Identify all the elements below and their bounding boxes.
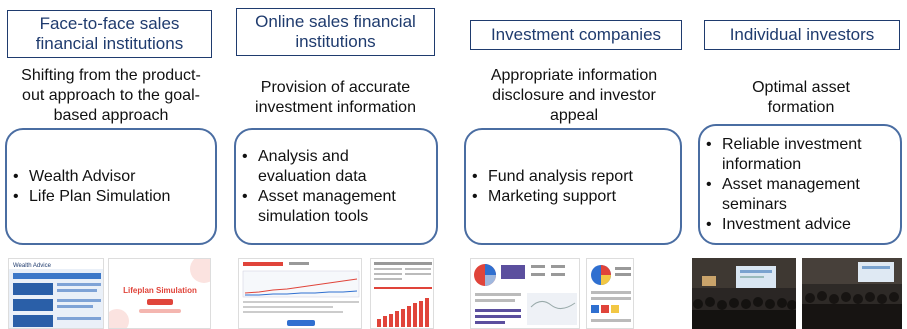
column-description: Appropriate information disclosure and i…: [466, 66, 682, 126]
feature-item: Asset management seminars: [706, 175, 862, 215]
feature-item: Life Plan Simulation: [13, 187, 171, 207]
feature-item: Wealth Advisor: [13, 167, 170, 187]
feature-item-text: Wealth Advisor: [29, 167, 136, 185]
feature-item-text: Life Plan Simulation: [29, 187, 171, 205]
feature-item-line: simulation tools: [258, 207, 369, 225]
feature-item-text: Marketing support: [488, 187, 617, 205]
column-description: Shifting from the product- out approach …: [5, 66, 217, 126]
feature-box: Reliable investment information Asset ma…: [698, 124, 902, 245]
header-line: Investment companies: [490, 25, 662, 44]
feature-item-line: seminars: [722, 195, 787, 213]
desc-line: Optimal asset: [752, 79, 850, 96]
column-description: Provision of accurate investment informa…: [236, 78, 435, 118]
desc-line: based approach: [53, 107, 169, 124]
column-header: Face-to-face sales financial institution…: [7, 10, 212, 58]
desc-line: investment information: [255, 99, 416, 116]
column-description: Optimal asset formation: [700, 78, 902, 118]
feature-item-text: Investment advice: [722, 215, 851, 233]
feature-item: Investment advice: [706, 215, 862, 235]
screenshot-thumbnail: Lifeplan Simulation: [108, 258, 211, 329]
feature-item: Analysis and evaluation data: [242, 147, 396, 187]
feature-item-line: information: [722, 155, 802, 173]
thumbnail-title: Wealth Advice: [13, 263, 52, 269]
screenshot-thumbnail: [370, 258, 434, 329]
feature-item-line: evaluation data: [258, 167, 367, 185]
desc-line: out approach to the goal-: [22, 87, 200, 104]
desc-line: Shifting from the product-: [21, 67, 201, 84]
header-line: institutions: [295, 32, 376, 51]
seminar-photo: [692, 258, 796, 329]
feature-item-line: Asset management: [722, 175, 860, 193]
feature-item-text: Fund analysis report: [488, 167, 633, 185]
feature-item-line: Analysis and: [258, 147, 349, 165]
thumbnail-title: Lifeplan Simulation: [123, 286, 197, 295]
header-line: financial institutions: [35, 34, 184, 53]
desc-line: disclosure and investor: [492, 87, 656, 104]
desc-line: appeal: [549, 107, 599, 124]
feature-item-line: Reliable investment: [722, 135, 862, 153]
feature-box: Wealth Advisor Life Plan Simulation: [5, 128, 217, 245]
screenshot-thumbnail: [238, 258, 362, 329]
seminar-photo: [802, 258, 902, 329]
column-header: Online sales financial institutions: [236, 8, 435, 56]
screenshot-thumbnail: [586, 258, 634, 329]
feature-item: Marketing support: [472, 187, 633, 207]
feature-item: Reliable investment information: [706, 135, 862, 175]
feature-item-line: Asset management: [258, 187, 396, 205]
feature-box: Fund analysis report Marketing support: [464, 128, 682, 245]
desc-line: Provision of accurate: [260, 79, 411, 96]
column-header: Individual investors: [704, 20, 900, 50]
header-line: Individual investors: [729, 25, 875, 44]
column-header: Investment companies: [470, 20, 682, 50]
screenshot-thumbnail: [470, 258, 580, 329]
feature-box: Analysis and evaluation data Asset manag…: [234, 128, 438, 245]
header-line: Online sales financial: [255, 12, 416, 31]
desc-line: formation: [767, 99, 835, 116]
feature-item: Fund analysis report: [472, 167, 633, 187]
screenshot-thumbnail: Wealth Advice: [8, 258, 104, 329]
feature-item: Asset management simulation tools: [242, 187, 396, 227]
desc-line: Appropriate information: [490, 67, 658, 84]
header-line: Face-to-face sales: [39, 14, 180, 33]
